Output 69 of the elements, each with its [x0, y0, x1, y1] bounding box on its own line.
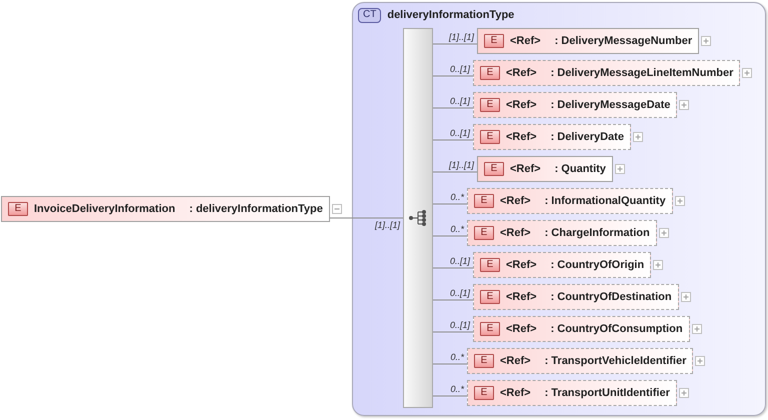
- optional-element-box: [473, 124, 631, 150]
- multiplicity-label: 0..*: [450, 385, 464, 394]
- element-badge: E: [480, 66, 500, 80]
- element-badge: E: [474, 386, 494, 400]
- element-ref: <Ref>: [506, 258, 537, 273]
- optional-element-box: [467, 380, 677, 406]
- element-ref: <Ref>: [506, 98, 537, 113]
- multiplicity-label: 0..*: [450, 353, 464, 362]
- multiplicity-label: 0..[1]: [450, 129, 470, 138]
- multiplicity-label: 0..[1]: [450, 65, 470, 74]
- optional-element-box: [467, 220, 657, 246]
- multiplicity-label: 0..*: [450, 225, 464, 234]
- element-ref: InvoiceDeliveryInformation: [34, 202, 176, 217]
- element-name: : CountryOfDestination: [550, 290, 672, 305]
- optional-element-box: [473, 60, 740, 86]
- optional-element-box: [467, 188, 673, 214]
- element-name: : DeliveryMessageDate: [550, 98, 670, 113]
- element-ref: <Ref>: [510, 162, 541, 177]
- element-name: : CountryOfOrigin: [550, 258, 644, 273]
- element-box: [477, 156, 613, 182]
- optional-element-box: [473, 252, 652, 278]
- multiplicity-label: 0..[1]: [450, 321, 470, 330]
- complex-type-badge: CT: [358, 8, 382, 23]
- element-ref: <Ref>: [500, 194, 531, 209]
- element-name: : deliveryInformationType: [189, 202, 323, 217]
- element-badge: E: [480, 98, 500, 112]
- element-name: : TransportUnitIdentifier: [544, 386, 670, 401]
- element-ref: <Ref>: [510, 34, 541, 49]
- optional-element-box: [467, 348, 694, 374]
- element-ref: <Ref>: [506, 290, 537, 305]
- element-box: [477, 28, 700, 54]
- multiplicity-label: [1]..[1]: [448, 33, 474, 42]
- complex-type-panel: [352, 2, 766, 416]
- optional-element-box: [473, 316, 690, 342]
- element-badge: E: [480, 258, 500, 272]
- element-name: : DeliveryMessageLineItemNumber: [550, 66, 734, 81]
- element-ref: <Ref>: [500, 354, 531, 369]
- optional-element-box: [473, 284, 679, 310]
- element-badge: E: [480, 290, 500, 304]
- element-badge: E: [480, 322, 500, 336]
- multiplicity-label: [1]..[1]: [374, 221, 400, 230]
- sequence-bar: [403, 28, 433, 408]
- element-badge: E: [474, 226, 494, 240]
- element-name: : InformationalQuantity: [544, 194, 666, 209]
- element-badge: E: [474, 194, 494, 208]
- element-badge: E: [474, 354, 494, 368]
- element-box: [1, 196, 330, 222]
- element-name: : DeliveryMessageNumber: [554, 34, 692, 49]
- element-ref: <Ref>: [500, 386, 531, 401]
- optional-element-box: [473, 92, 678, 118]
- element-badge: E: [484, 34, 504, 48]
- element-ref: <Ref>: [506, 66, 537, 81]
- element-name: : ChargeInformation: [544, 226, 650, 241]
- element-badge: E: [484, 162, 504, 176]
- multiplicity-label: 0..[1]: [450, 97, 470, 106]
- element-name: : Quantity: [554, 162, 606, 177]
- element-ref: <Ref>: [500, 226, 531, 241]
- type-name: deliveryInformationType: [387, 8, 514, 23]
- multiplicity-label: 0..[1]: [450, 289, 470, 298]
- element-name: : CountryOfConsumption: [550, 322, 683, 337]
- multiplicity-label: 0..*: [450, 193, 464, 202]
- element-ref: <Ref>: [506, 322, 537, 337]
- element-badge: E: [8, 202, 28, 216]
- element-badge: E: [480, 130, 500, 144]
- element-ref: <Ref>: [506, 130, 537, 145]
- multiplicity-label: 0..[1]: [450, 257, 470, 266]
- element-name: : DeliveryDate: [550, 130, 624, 145]
- element-name: : TransportVehicleIdentifier: [544, 354, 686, 369]
- multiplicity-label: [1]..[1]: [448, 161, 474, 170]
